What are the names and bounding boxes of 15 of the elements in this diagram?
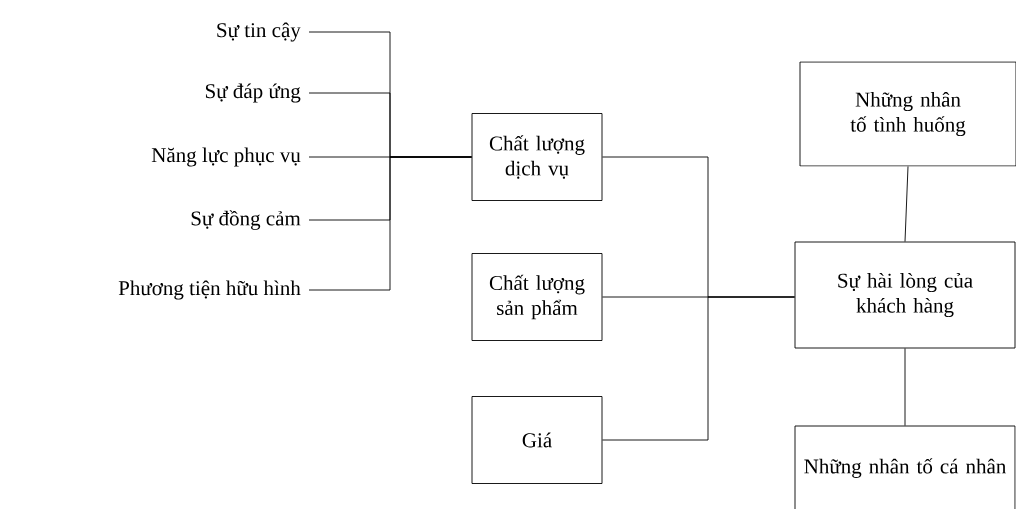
factor-label: Sự đồng cảm (191, 210, 301, 230)
connector-line (308, 156, 472, 291)
concept-box: Sự hài lòng của khách hàng (794, 241, 1016, 349)
concept-box: Chất lượng sản phẩm (471, 253, 603, 341)
concept-box: Chất lượng dịch vụ (471, 113, 603, 201)
concept-box: Những nhân tố cá nhân (794, 425, 1016, 509)
concept-box: Giá (471, 396, 603, 484)
factor-label: Năng lực phục vụ (151, 147, 301, 167)
concept-box: Những nhân tố tình huống (799, 61, 1016, 167)
factor-label: Sự đáp ứng (205, 83, 301, 103)
connector-line (602, 296, 795, 441)
connector-line (904, 348, 906, 426)
factor-label: Phương tiện hữu hình (118, 280, 301, 300)
connector-line (904, 166, 909, 242)
factor-label: Sự tin cậy (217, 22, 301, 42)
